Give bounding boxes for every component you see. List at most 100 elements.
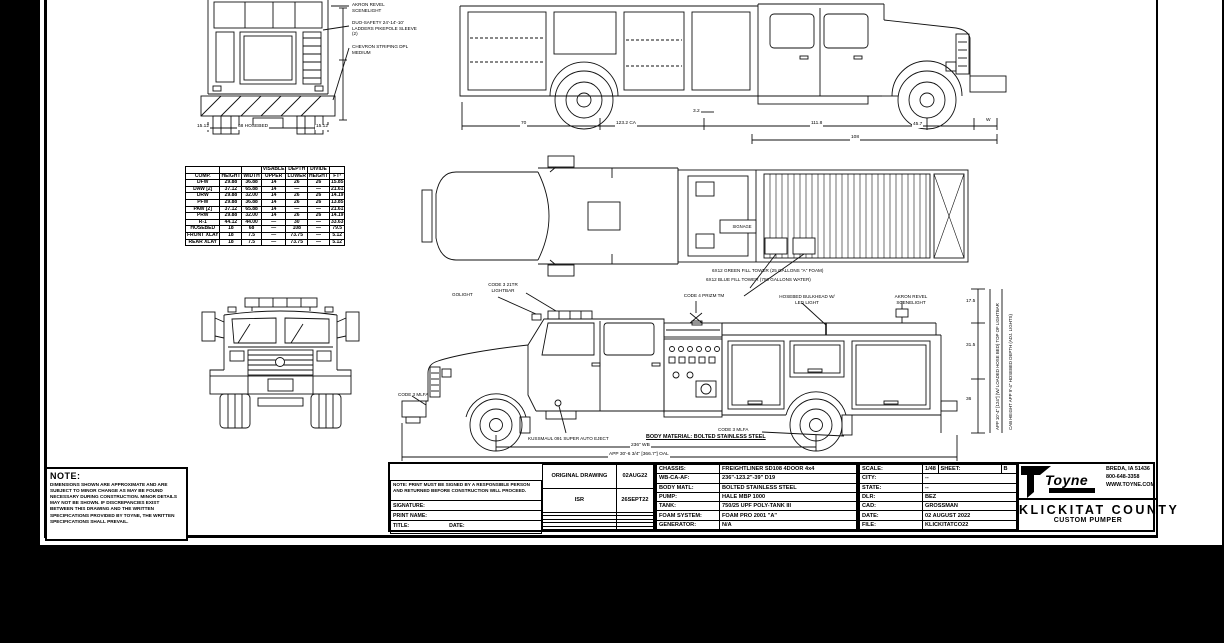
callout-blue-tower: 6x12 BLUE FILL TOWER (750 GALLONS WATER): [706, 277, 811, 282]
meta-row: FILE:KLICKITATCO22: [859, 519, 1017, 531]
title-label: TITLE:: [393, 523, 410, 529]
dim-oah-2: CAB HEIGHT APP 9'-4" HOSEBED DEPTH (ADJ.…: [1008, 314, 1013, 430]
meta-row: CAD:GROSSMAN: [859, 501, 1017, 512]
toyne-logo-tagline-bar: [1049, 488, 1095, 493]
callout-mlfa-rear: CODE 3 MLFA: [718, 427, 749, 432]
drawing-frame-bottom: [44, 535, 1158, 538]
drawing-sheet: AKRON REVEL SCENELIGHT DUO-SAFETY 24'-14…: [40, 0, 1222, 545]
dim-v3: 36: [965, 397, 973, 403]
callout-lightbar: CODE 3 21TR LIGHTBAR: [488, 282, 518, 293]
spec-row: WB-CA-AF:236"-123.2"-39" D19: [656, 473, 857, 484]
dim-1118: 111.8: [810, 121, 824, 127]
vertical-dims-drawing: [971, 288, 1003, 434]
callout-green-tower: 6x12 GREEN FILL TOWER (25 GALLONS "A" FO…: [712, 268, 824, 273]
side-view-top-drawing: [459, 3, 1007, 144]
spec-row: PUMP:HALE MBP 1000: [656, 491, 857, 503]
drawing-frame-right: [1156, 0, 1158, 538]
dim-70: 70: [520, 121, 528, 127]
toyne-logo-icon: [1021, 466, 1051, 498]
scale-value: 1/48: [922, 463, 939, 475]
callout-akron-side: AKRON REVEL SCENELIGHT: [894, 294, 928, 305]
comp-table-header-row: COMP. HEIGHT WIDTH UPPER LOWER HEIGHT FT…: [184, 172, 346, 181]
product-name: CUSTOM PUMPER: [1053, 517, 1123, 524]
callout-kussmaul: KUSSMAUL 091 SUPER AUTO EJECT: [528, 436, 609, 441]
brand-city: BREDA, IA 51436: [1105, 466, 1150, 472]
signature-row: SIGNATURE:: [391, 501, 541, 511]
meta-table: SCALE: 1/48 SHEET: B CITY:--STATE:--DLR:…: [859, 463, 1017, 531]
dim-v2: 31.5: [965, 343, 977, 349]
date-label: DATE:: [449, 523, 465, 529]
meta-row: STATE:--: [859, 482, 1017, 493]
spec-row: BODY MATL:BOLTED STAINLESS STEEL: [656, 482, 857, 493]
brand-logo-area: Toyne BREDA, IA 51436 800-648-3358 WWW.T…: [1019, 464, 1157, 500]
brand-web: WWW.TOYNE.COM: [1105, 481, 1155, 488]
customer-name: KLICKITAT COUNTY: [1019, 503, 1180, 517]
brand-phone: 800-648-3358: [1105, 473, 1140, 480]
note-box: NOTE: DIMENSIONS SHOWN ARE APPROXIMATE A…: [45, 467, 188, 541]
comp-table: VISABLE DEPTH DIVIDE COMP. HEIGHT WIDTH …: [184, 166, 346, 247]
scale-label: SCALE:: [859, 463, 923, 475]
signature-note: NOTE: PRINT MUST BE SIGNED BY A RESPONSI…: [391, 481, 541, 501]
meta-section: SCALE: 1/48 SHEET: B CITY:--STATE:--DLR:…: [857, 463, 1017, 531]
spec-row: CHASSIS:FREIGHTLINER SD108 4DOOR 4x4: [656, 463, 857, 475]
revision-row: [542, 522, 655, 527]
dim-w: W: [985, 118, 992, 124]
plan-view-drawing: [421, 155, 969, 297]
toyne-logo-text: Toyne: [1045, 472, 1089, 488]
signature-section: NOTE: PRINT MUST BE SIGNED BY A RESPONSI…: [390, 464, 542, 534]
title-block: NOTE: PRINT MUST BE SIGNED BY A RESPONSI…: [388, 462, 1180, 534]
brand-section: Toyne BREDA, IA 51436 800-648-3358 WWW.T…: [1017, 464, 1180, 530]
callout-chevron: CHEVRON STRIPING DPL MEDIUM: [352, 44, 408, 55]
signature-area: NOTE: PRINT MUST BE SIGNED BY A RESPONSI…: [390, 480, 542, 534]
meta-row: DATE:02 AUGUST 2022: [859, 510, 1017, 521]
note-body: DIMENSIONS SHOWN ARE APPROXIMATE AND ARE…: [50, 482, 178, 524]
title-date-row: TITLE: DATE:: [391, 521, 541, 531]
dim-v1: 17.5: [965, 299, 977, 305]
note-title: NOTE:: [50, 471, 81, 481]
spec-row: GENERATOR:N/A: [656, 519, 857, 531]
meta-row: CITY:--: [859, 473, 1017, 484]
callout-ladders: DUO-SAFETY 24'-14'-10' LADDERS PIKEPOLE …: [352, 20, 417, 37]
callout-golight: GOLIGHT: [452, 292, 473, 297]
rear-view-drawing: [200, 0, 350, 135]
dim-rear-left: 15.12: [196, 124, 211, 130]
revision-row: [542, 525, 655, 530]
dim-rear-hosebed: 68 HOSEBED: [237, 124, 270, 130]
comp-table-title-row: VISABLE DEPTH DIVIDE: [184, 166, 346, 174]
sheet-value: B: [1000, 463, 1017, 475]
dim-oah-1: APP 10'-4" [124"] (W/ LOADED HOSE BED) T…: [995, 303, 1000, 430]
dim-rear-right: 15.12: [315, 124, 330, 130]
callout-mlfa-front: CODE 3 MLFA: [398, 392, 429, 397]
callout-akron-rear: AKRON REVEL SCENELIGHT: [352, 2, 385, 13]
meta-row: DLR:BEZ: [859, 491, 1017, 503]
dim-108: 108: [850, 135, 861, 141]
dim-oal: APP 30'-6 3/4" [366.7"] OAL: [608, 452, 670, 458]
print-name-row: PRINT NAME:: [391, 511, 541, 521]
brand-address: BREDA, IA 51436 800-648-3358 WWW.TOYNE.C…: [1106, 466, 1155, 489]
dim-457: 45.7: [912, 122, 924, 128]
side-view-bottom-drawing: [401, 292, 958, 461]
front-view-drawing: [201, 297, 360, 429]
dim-wb: 236" WB: [630, 443, 651, 449]
callout-signage: SIGNAGE: [732, 224, 752, 229]
scale-sheet-row: SCALE: 1/48 SHEET: B: [859, 463, 1017, 475]
dim-ca: 123.2 CA: [615, 121, 638, 127]
drawing-frame-left: [44, 0, 47, 538]
spec-row: FOAM SYSTEM:FOAM PRO 2001 "A": [656, 510, 857, 521]
callout-body-material: BODY MATERIAL: BOLTED STAINLESS STEEL: [646, 434, 766, 440]
dim-32: 3.2: [692, 109, 701, 115]
